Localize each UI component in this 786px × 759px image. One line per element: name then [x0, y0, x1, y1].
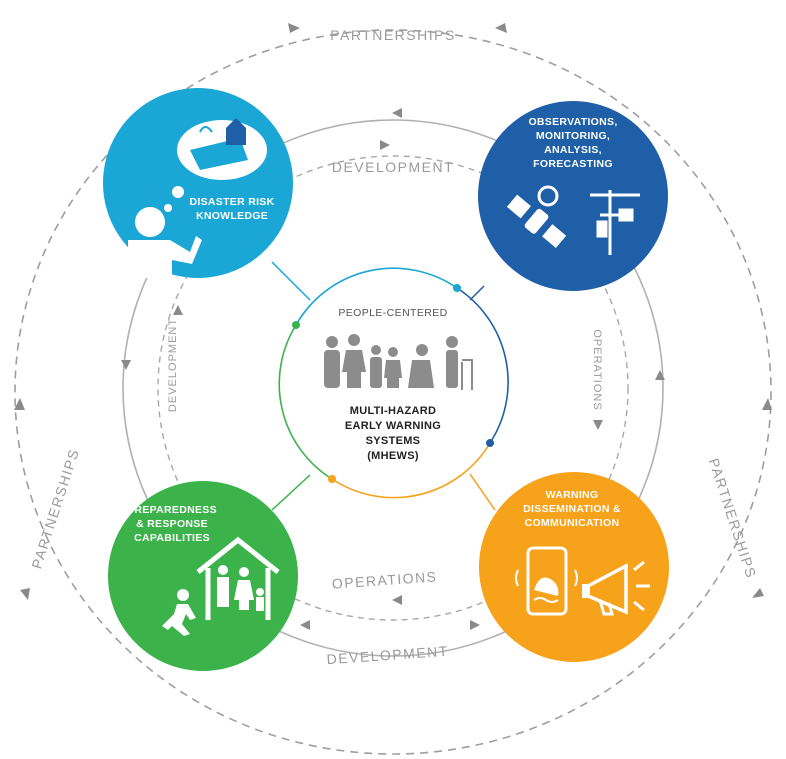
megaphone-icon [582, 560, 650, 616]
people-centered-label: PEOPLE-CENTERED [338, 307, 447, 319]
preparedness-line-3: CAPABILITIES [134, 532, 210, 544]
development-label-bottom: DEVELOPMENT [326, 643, 449, 667]
weather-station-icon [590, 190, 640, 255]
observations-line-3: ANALYSIS, [544, 144, 602, 156]
operations-label-bottom: OPERATIONS [331, 568, 438, 591]
person-thinking-icon [128, 207, 202, 278]
warning-line-2: DISSEMINATION & [523, 503, 621, 515]
family-house-icon [196, 536, 280, 620]
warning-line-3: COMMUNICATION [525, 517, 620, 529]
pillar-warning: WARNING DISSEMINATION & COMMUNICATION [479, 472, 669, 662]
pillar-risk-knowledge: DISASTER RISK KNOWLEDGE [103, 88, 293, 278]
inner-cycle-ring [121, 108, 665, 657]
observations-line-2: MONITORING, [536, 130, 610, 142]
operations-label-right: OPERATIONS [591, 329, 603, 410]
risk-knowledge-line-2: KNOWLEDGE [196, 210, 268, 222]
observations-line-1: OBSERVATIONS, [528, 116, 617, 128]
satellite-icon [506, 185, 567, 248]
partnerships-label-left: PARTNERSHIPS [28, 446, 82, 570]
partnerships-label-top: PARTNERSHIPS [330, 27, 456, 43]
risk-knowledge-line-1: DISASTER RISK [190, 196, 275, 208]
partnerships-ring [14, 23, 772, 755]
observations-line-4: FORECASTING [533, 158, 613, 170]
partnerships-label-right: PARTNERSHIPS [706, 456, 760, 580]
mhews-title: MULTI-HAZARD EARLY WARNING SYSTEMS (MHEW… [345, 405, 441, 462]
mhews-line-1: MULTI-HAZARD [350, 405, 437, 417]
mhews-line-3: SYSTEMS [366, 435, 421, 447]
mhews-line-2: EARLY WARNING [345, 420, 441, 432]
warning-line-1: WARNING [546, 489, 599, 501]
running-person-icon [162, 589, 196, 636]
preparedness-line-2: & RESPONSE [136, 518, 208, 530]
flood-map-icon [177, 118, 267, 180]
center-circle [278, 267, 509, 499]
mhews-line-4: (MHEWS) [367, 450, 419, 462]
smartphone-alert-icon [515, 546, 578, 616]
connector-lines [271, 261, 496, 511]
development-label-top: DEVELOPMENT [332, 159, 454, 175]
people-group-icon [324, 334, 473, 390]
pillar-observations: OBSERVATIONS, MONITORING, ANALYSIS, FORE… [478, 101, 668, 291]
preparedness-line-1: PREPAREDNESS [127, 504, 217, 516]
development-label-left: DEVELOPMENT [167, 318, 179, 412]
pillar-preparedness: PREPAREDNESS & RESPONSE CAPABILITIES [108, 481, 298, 671]
